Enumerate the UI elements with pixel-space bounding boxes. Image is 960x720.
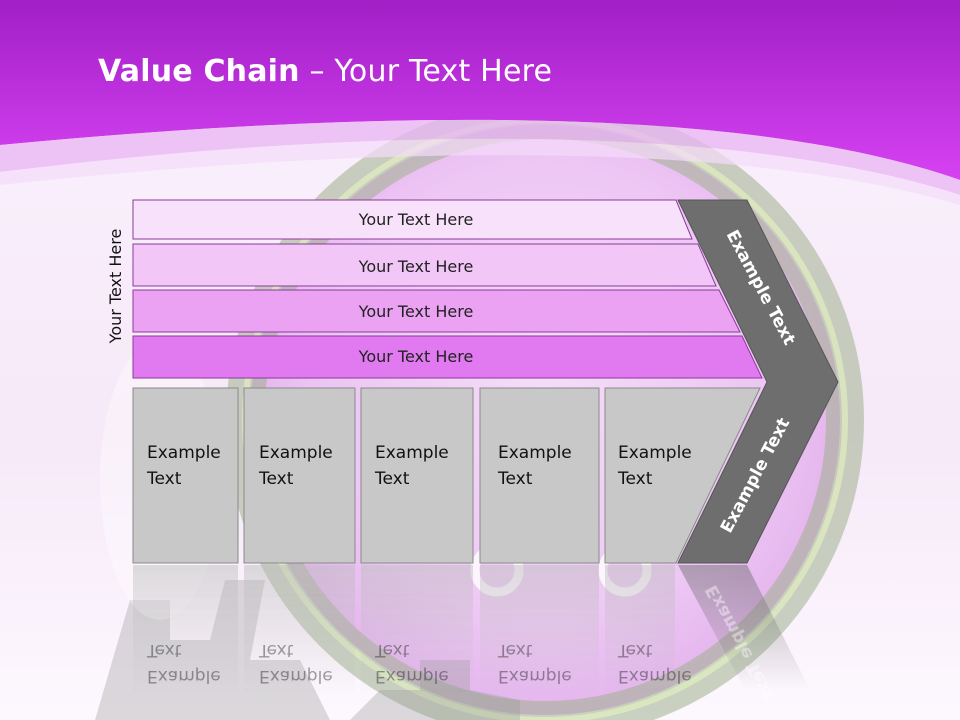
support-band-label-4: Your Text Here — [358, 347, 474, 366]
reflection-box-2-line2: Text — [258, 640, 294, 660]
primary-box-2-line1: Example — [259, 443, 333, 463]
primary-box-5 — [604, 387, 761, 564]
reflection-box-1 — [133, 565, 238, 695]
primary-box-1-line2: Text — [146, 469, 182, 489]
reflection-box-4-line2: Text — [497, 640, 533, 660]
side-axis-label: Your Text Here — [106, 228, 125, 344]
support-band-3 — [132, 289, 741, 333]
margin-chevron-shape — [677, 199, 839, 564]
support-band-4 — [132, 335, 763, 379]
header-banner — [0, 0, 960, 205]
support-band-label-3: Your Text Here — [358, 302, 474, 321]
primary-box-3-line1: Example — [375, 443, 449, 463]
reflection-box-5-line2: Text — [617, 640, 653, 660]
primary-box-2-line2: Text — [258, 469, 294, 489]
page-title: Value Chain – Your Text Here — [98, 54, 552, 89]
reflection-box-2-line1: Example — [259, 666, 333, 686]
header-swoosh-light — [0, 138, 960, 205]
support-band-label-2: Your Text Here — [358, 257, 474, 276]
reflection-box-2 — [244, 565, 355, 695]
reflection-box-4-line1: Example — [498, 666, 572, 686]
reflection-box-5 — [605, 565, 675, 695]
primary-box-5-line1: Example — [618, 443, 692, 463]
primary-box-1 — [132, 387, 239, 564]
primary-box-5-line2: Text — [617, 469, 653, 489]
reflection-box-3-line2: Text — [374, 640, 410, 660]
title-rest-part: – Your Text Here — [299, 54, 553, 89]
support-band-label-1: Your Text Here — [358, 210, 474, 229]
primary-box-4 — [479, 387, 600, 564]
reflection-box-3-line1: Example — [375, 666, 449, 686]
reflection-box-5-line1: Example — [618, 666, 692, 686]
reflection-box-4 — [480, 565, 599, 695]
support-activities: Your Text Here Your Text Here Your Text … — [132, 199, 763, 379]
primary-box-3 — [360, 387, 474, 564]
primary-activities: Example Text Example Text Example Text E… — [132, 387, 761, 564]
support-band-2 — [132, 243, 717, 287]
title-bold-part: Value Chain — [98, 54, 300, 89]
header-fill — [0, 0, 960, 180]
reflection-box-1-line2: Text — [146, 640, 182, 660]
primary-box-2 — [243, 387, 356, 564]
primary-box-1-line1: Example — [147, 443, 221, 463]
primary-box-4-line2: Text — [497, 469, 533, 489]
reflection-chevron — [678, 565, 810, 690]
reflection-box-1-line1: Example — [147, 666, 221, 686]
primary-box-4-line1: Example — [498, 443, 572, 463]
primary-box-3-line2: Text — [374, 469, 410, 489]
support-band-1 — [132, 199, 693, 240]
reflection-box-3 — [361, 565, 473, 695]
header-swoosh — [0, 119, 960, 195]
reflection: Text Example Text Example Text Example T… — [133, 565, 810, 703]
